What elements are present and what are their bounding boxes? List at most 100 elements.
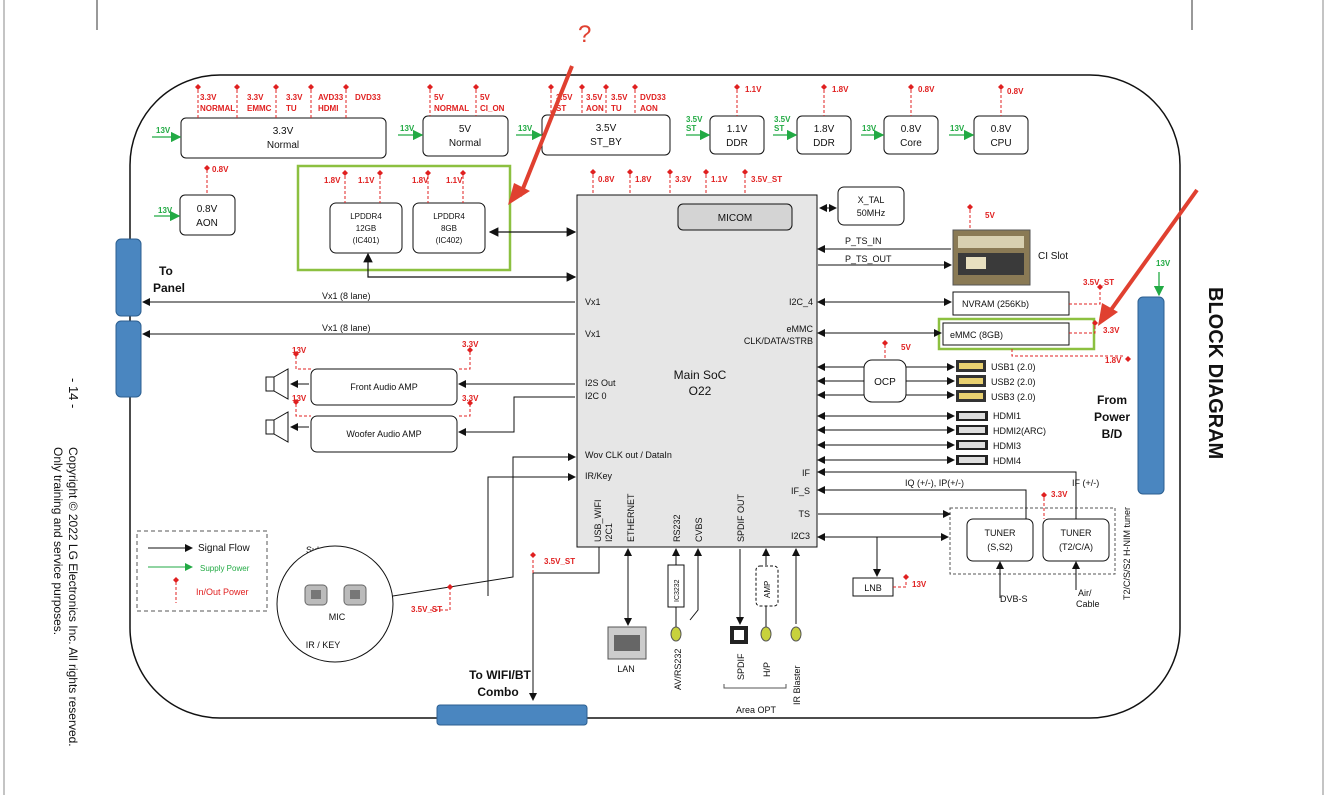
regulator-3v5: 3.5V ST_BY [541, 114, 671, 156]
svg-text:CLK/DATA/STRB: CLK/DATA/STRB [744, 336, 813, 346]
svg-text:0.8V: 0.8V [197, 204, 218, 215]
svg-text:1.1V: 1.1V [727, 124, 748, 135]
svg-text:USB3 (2.0): USB3 (2.0) [991, 392, 1036, 402]
svg-text:OCP: OCP [874, 377, 896, 388]
emmc: eMMC (8GB) [942, 322, 1070, 346]
svg-text:I2C3: I2C3 [791, 531, 810, 541]
svg-text:13V: 13V [912, 580, 927, 589]
svg-text:TU: TU [286, 104, 297, 113]
svg-text:Signal Flow: Signal Flow [198, 543, 250, 554]
tuner-ss2: TUNER (S,S2) [966, 518, 1034, 562]
svg-text:DVD33: DVD33 [355, 93, 381, 102]
svg-text:TUNER: TUNER [985, 528, 1016, 538]
svg-text:AMP: AMP [763, 581, 772, 598]
svg-text:3.5V_ST: 3.5V_ST [544, 557, 575, 566]
svg-text:DVD33: DVD33 [640, 93, 666, 102]
svg-text:Core: Core [900, 138, 922, 149]
svg-text:ST: ST [686, 124, 696, 133]
svg-text:X_TAL: X_TAL [858, 195, 885, 205]
svg-text:Power: Power [1094, 410, 1130, 424]
svg-text:0.8V: 0.8V [1007, 87, 1024, 96]
svg-text:To: To [159, 264, 173, 278]
svg-text:CPU: CPU [990, 138, 1011, 149]
svg-text:IQ (+/-), IP(+/-): IQ (+/-), IP(+/-) [905, 478, 964, 488]
svg-text:eMMC: eMMC [787, 324, 814, 334]
svg-text:MIC: MIC [329, 612, 346, 622]
svg-text:In/Out Power: In/Out Power [196, 587, 249, 597]
ocp: OCP [863, 359, 907, 403]
svg-text:1.8V: 1.8V [324, 176, 341, 185]
usb-ports: USB1 (2.0) USB2 (2.0) USB3 (2.0) [956, 360, 1036, 402]
supply-arrows [152, 129, 1165, 297]
soc-name: Main SoC [674, 368, 727, 382]
micom-label: MICOM [718, 213, 752, 224]
svg-text:(S,S2): (S,S2) [987, 542, 1013, 552]
svg-text:DDR: DDR [813, 138, 835, 149]
svg-text:AON: AON [640, 104, 658, 113]
svg-text:TS: TS [798, 509, 810, 519]
svg-text:50MHz: 50MHz [857, 208, 886, 218]
svg-text:CVBS: CVBS [694, 517, 704, 542]
svg-text:LAN: LAN [617, 664, 635, 674]
svg-text:3.3V: 3.3V [1051, 490, 1068, 499]
svg-text:AON: AON [586, 104, 604, 113]
svg-text:ST: ST [556, 104, 566, 113]
svg-text:3.5V_ST: 3.5V_ST [411, 605, 442, 614]
svg-text:Woofer Audio AMP: Woofer Audio AMP [346, 429, 421, 439]
svg-text:1.8V: 1.8V [1105, 356, 1122, 365]
svg-text:ST: ST [774, 124, 784, 133]
svg-text:DVB-S: DVB-S [1000, 594, 1028, 604]
svg-text:HDMI4: HDMI4 [993, 456, 1021, 466]
speaker-icon [265, 368, 289, 443]
svg-text:13V: 13V [518, 124, 533, 133]
svg-text:To WIFI/BT: To WIFI/BT [469, 668, 531, 682]
copyright-line-2: Only training and service purposes. [51, 447, 65, 635]
svg-text:H/P: H/P [762, 662, 772, 677]
svg-text:EMMC: EMMC [247, 104, 272, 113]
svg-text:Vx1: Vx1 [585, 297, 601, 307]
regulator-5v: 5V Normal [422, 115, 509, 157]
svg-text:3.5V_ST: 3.5V_ST [1083, 278, 1114, 287]
svg-text:IF: IF [802, 468, 811, 478]
svg-text:0.8V: 0.8V [991, 124, 1012, 135]
ci-slot-image [952, 229, 1031, 286]
spdif-port-icon [730, 626, 748, 644]
svg-text:Panel: Panel [153, 281, 185, 295]
svg-text:3.3V: 3.3V [286, 93, 303, 102]
regulator-3v3: 3.3V Normal [180, 117, 387, 159]
regulator-0v8-cpu: 0.8V CPU [973, 115, 1029, 155]
svg-text:1.8V: 1.8V [412, 176, 429, 185]
svg-text:5V: 5V [901, 343, 911, 352]
svg-text:I2C1: I2C1 [604, 523, 614, 542]
svg-text:0.8V: 0.8V [901, 124, 922, 135]
svg-text:Vx1 (8 lane): Vx1 (8 lane) [322, 291, 371, 301]
svg-text:0.8V: 0.8V [598, 175, 615, 184]
svg-text:1.8V: 1.8V [635, 175, 652, 184]
svg-text:5V: 5V [480, 93, 490, 102]
svg-text:Wov CLK out / DataIn: Wov CLK out / DataIn [585, 450, 672, 460]
svg-text:CI_ON: CI_ON [480, 104, 505, 113]
svg-text:SPDIF OUT: SPDIF OUT [736, 493, 746, 542]
svg-text:NVRAM (256Kb): NVRAM (256Kb) [962, 299, 1029, 309]
svg-text:1.1V: 1.1V [358, 176, 375, 185]
svg-text:1.1V: 1.1V [711, 175, 728, 184]
svg-text:I2C 0: I2C 0 [585, 391, 607, 401]
svg-text:IR/Key: IR/Key [585, 471, 613, 481]
svg-text:3.3V: 3.3V [462, 340, 479, 349]
svg-text:13V: 13V [950, 124, 965, 133]
svg-text:0.8V: 0.8V [918, 85, 935, 94]
svg-text:13V: 13V [862, 124, 877, 133]
legend [136, 530, 268, 612]
svg-text:LPDDR4: LPDDR4 [433, 212, 465, 221]
ci-slot-label: CI Slot [1038, 251, 1068, 262]
svg-text:P_TS_OUT: P_TS_OUT [845, 254, 892, 264]
svg-text:(T2/C/A): (T2/C/A) [1059, 542, 1093, 552]
svg-text:DDR: DDR [726, 138, 748, 149]
svg-text:13V: 13V [1156, 259, 1171, 268]
svg-text:USB_WIFI: USB_WIFI [593, 499, 603, 542]
svg-text:ETHERNET: ETHERNET [626, 493, 636, 542]
svg-text:Vx1 (8 lane): Vx1 (8 lane) [322, 323, 371, 333]
tuner-module [949, 507, 1116, 575]
svg-text:13V: 13V [158, 206, 173, 215]
